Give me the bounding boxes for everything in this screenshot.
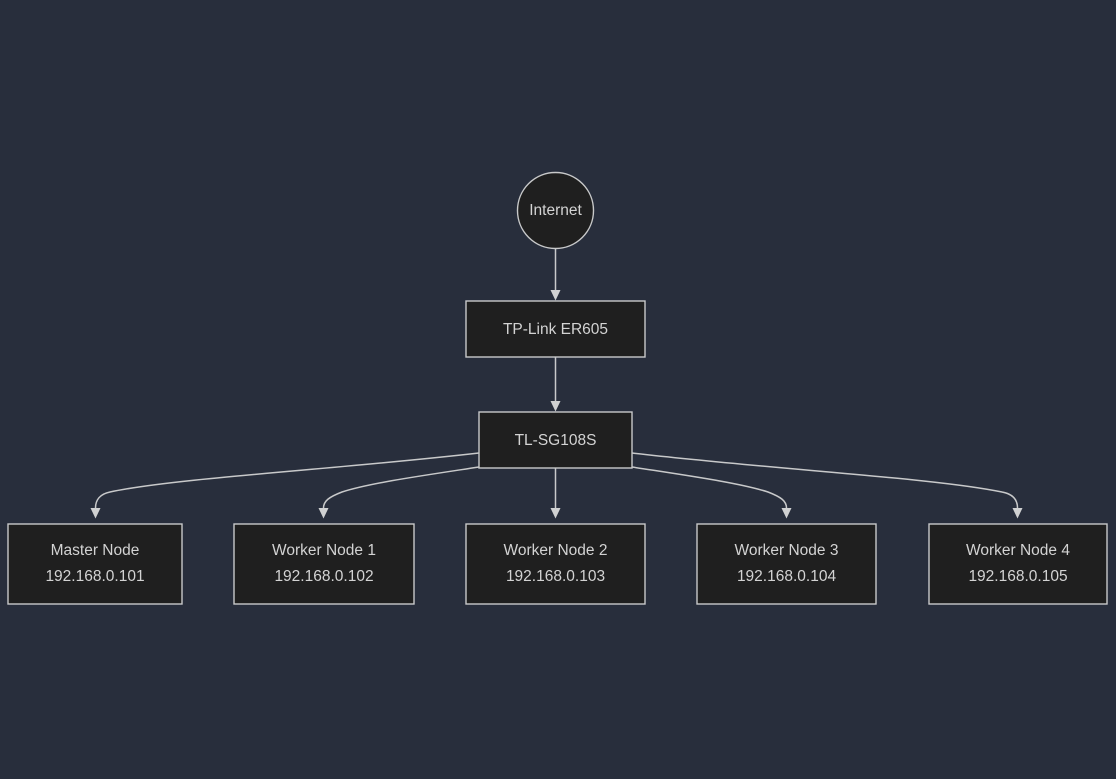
- worker2-name-label: Worker Node 2: [504, 542, 608, 559]
- node-router[interactable]: TP-Link ER605: [465, 300, 646, 358]
- arrowhead-icon-master: [90, 508, 101, 519]
- edge-router-to-switch: [550, 357, 561, 412]
- node-layer: Internet TP-Link ER605 TL-SG108S Master …: [7, 171, 1108, 605]
- worker1-box-shape[interactable]: [233, 523, 415, 605]
- node-worker4[interactable]: Worker Node 4 192.168.0.105: [928, 523, 1108, 605]
- switch-label: TL-SG108S: [515, 432, 597, 449]
- node-worker3[interactable]: Worker Node 3 192.168.0.104: [696, 523, 877, 605]
- worker1-name-label: Worker Node 1: [272, 542, 376, 559]
- arrowhead-icon-switch: [550, 401, 561, 412]
- arrowhead-icon-worker2: [550, 508, 561, 519]
- node-worker2[interactable]: Worker Node 2 192.168.0.103: [465, 523, 646, 605]
- worker4-box-shape[interactable]: [928, 523, 1108, 605]
- node-internet[interactable]: Internet: [516, 171, 595, 250]
- worker2-box-shape[interactable]: [465, 523, 646, 605]
- edge-switch-to-master: [90, 452, 480, 519]
- edge-switch-to-worker1: [318, 466, 480, 519]
- node-switch[interactable]: TL-SG108S: [478, 411, 633, 469]
- worker1-ip-label: 192.168.0.102: [274, 568, 373, 585]
- node-worker1[interactable]: Worker Node 1 192.168.0.102: [233, 523, 415, 605]
- master-box-shape[interactable]: [7, 523, 183, 605]
- worker3-name-label: Worker Node 3: [735, 542, 839, 559]
- master-ip-label: 192.168.0.101: [45, 568, 144, 585]
- arrowhead-icon-worker1: [318, 508, 329, 519]
- arrowhead-icon-router: [550, 290, 561, 301]
- edge-layer: [90, 248, 1023, 519]
- edge-path-switch-worker3: [631, 466, 788, 509]
- worker2-ip-label: 192.168.0.103: [506, 568, 605, 585]
- internet-circle-shape[interactable]: [516, 171, 595, 250]
- worker3-box-shape[interactable]: [696, 523, 877, 605]
- arrowhead-icon-worker4: [1012, 508, 1023, 519]
- edge-switch-to-worker4: [631, 452, 1023, 519]
- switch-box-shape[interactable]: [478, 411, 633, 469]
- arrowhead-icon-worker3: [781, 508, 792, 519]
- node-master[interactable]: Master Node 192.168.0.101: [7, 523, 183, 605]
- worker3-ip-label: 192.168.0.104: [737, 568, 837, 585]
- edge-path-switch-worker4: [631, 452, 1019, 509]
- worker4-ip-label: 192.168.0.105: [968, 568, 1067, 585]
- router-label: TP-Link ER605: [503, 321, 608, 338]
- master-name-label: Master Node: [51, 542, 140, 559]
- internet-label: Internet: [529, 202, 582, 219]
- router-box-shape[interactable]: [465, 300, 646, 358]
- edge-path-switch-master: [94, 452, 480, 509]
- edge-internet-to-router: [550, 248, 561, 301]
- edge-switch-to-worker2: [550, 468, 561, 519]
- edge-switch-to-worker3: [631, 466, 792, 519]
- edge-path-switch-worker1: [322, 466, 480, 509]
- worker4-name-label: Worker Node 4: [966, 542, 1070, 559]
